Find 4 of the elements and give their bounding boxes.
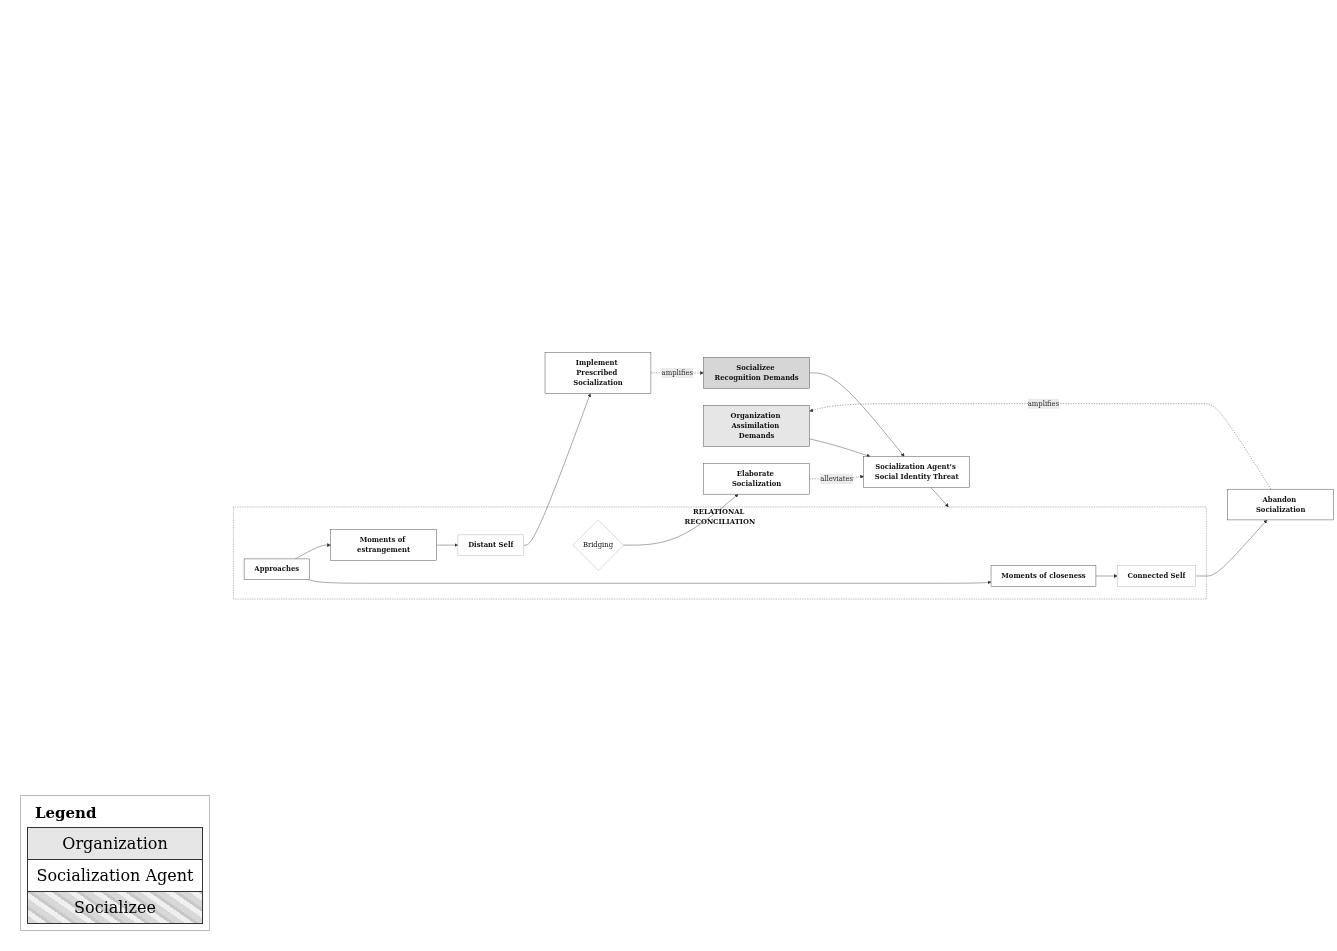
legend-swatch: Socialization Agent	[27, 859, 203, 892]
legend-swatch: Socializee	[27, 891, 203, 924]
legend-title: Legend	[35, 804, 98, 822]
legend-swatch: Organization	[27, 827, 203, 860]
